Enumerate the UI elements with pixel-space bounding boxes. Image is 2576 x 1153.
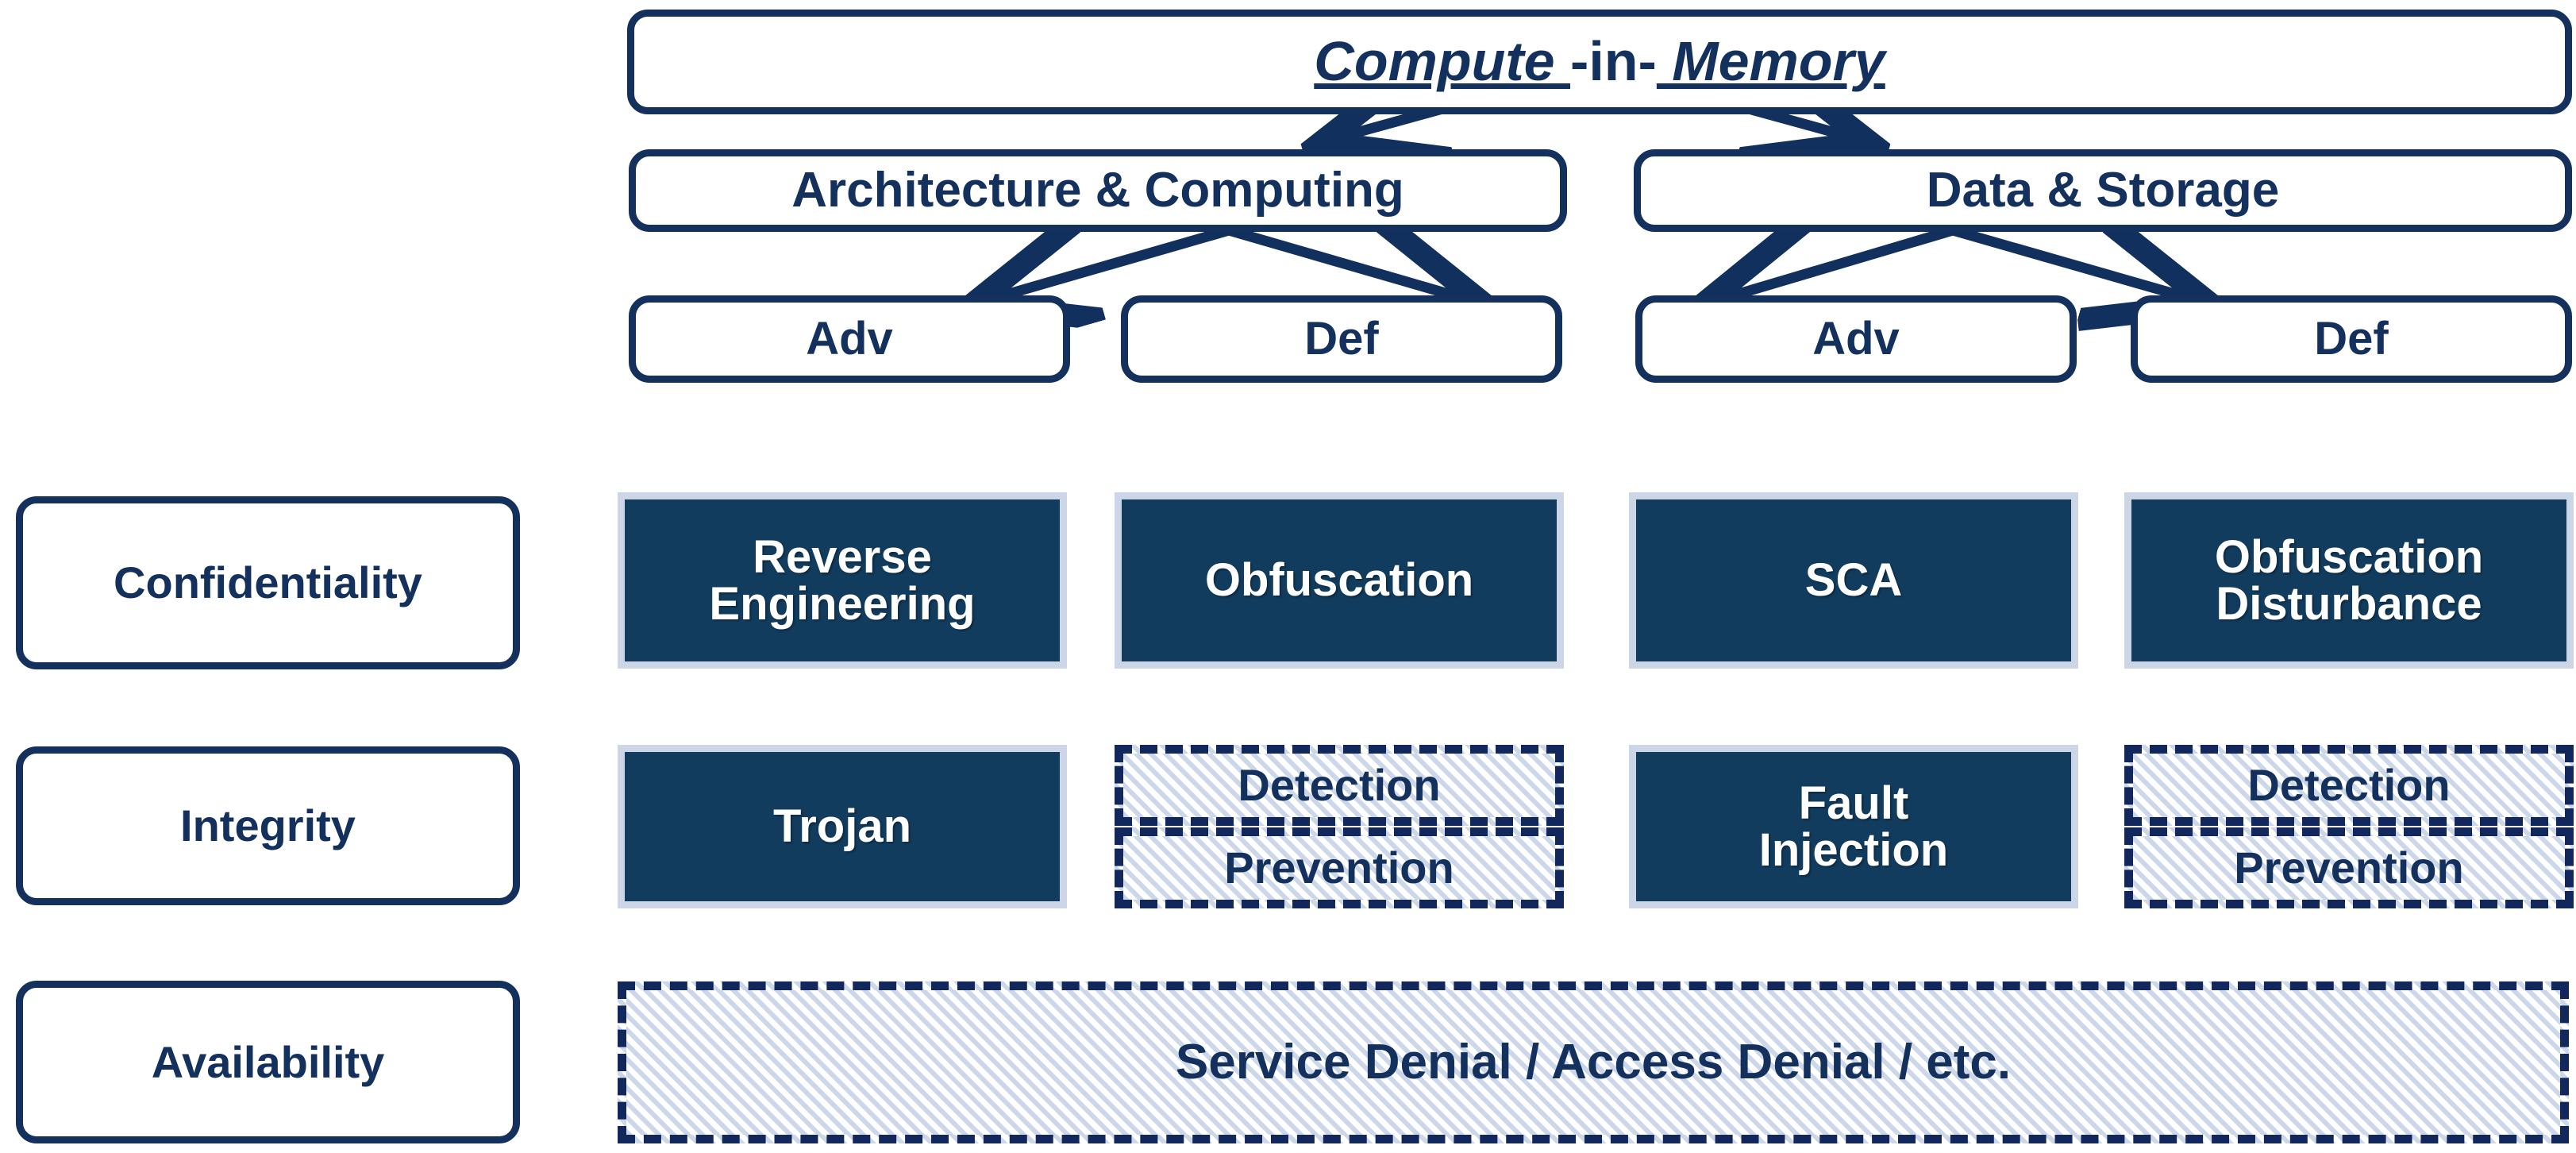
- cell-integrity-data-def-prevention[interactable]: Prevention: [2124, 827, 2574, 908]
- cell-line-1: Trojan: [772, 800, 912, 853]
- branch-label: Data & Storage: [1926, 163, 2280, 218]
- row-label-text: Availability: [151, 1036, 385, 1087]
- title-part-in: -in-: [1570, 30, 1657, 93]
- role-box-data-adv[interactable]: Adv: [1635, 295, 2077, 383]
- row-label-text: Confidentiality: [114, 557, 422, 608]
- cell-line-1: Detection: [2247, 760, 2451, 811]
- cell-integrity-arch-def-prevention[interactable]: Prevention: [1115, 827, 1564, 908]
- role-box-arch-adv[interactable]: Adv: [629, 295, 1070, 383]
- role-label: Def: [1304, 313, 1379, 365]
- branch-architecture-computing[interactable]: Architecture & Computing: [629, 149, 1567, 232]
- cell-confidentiality-arch-adv[interactable]: Reverse Engineering: [618, 492, 1067, 669]
- row-label-availability[interactable]: Availability: [16, 981, 520, 1143]
- cell-line-1: Detection: [1238, 760, 1441, 811]
- cell-line-1: Fault: [1798, 777, 1909, 829]
- branch-label: Architecture & Computing: [791, 163, 1404, 218]
- cell-line-2: Prevention: [1224, 843, 1454, 893]
- cell-confidentiality-data-def[interactable]: Obfuscation Disturbance: [2124, 492, 2574, 669]
- cell-line-1: Reverse: [753, 530, 932, 583]
- title-part-memory: Memory: [1656, 30, 1885, 93]
- role-label: Adv: [806, 313, 893, 365]
- cell-line-2: Disturbance: [2216, 578, 2482, 630]
- cell-line-1: Obfuscation: [2214, 530, 2484, 583]
- cell-availability-span[interactable]: Service Denial / Access Denial / etc.: [618, 981, 2569, 1143]
- cell-integrity-arch-def-detection[interactable]: Detection: [1115, 745, 1564, 826]
- branch-data-storage[interactable]: Data & Storage: [1634, 149, 2572, 232]
- title-part-compute: Compute: [1314, 30, 1571, 93]
- cell-integrity-data-adv[interactable]: Fault Injection: [1629, 745, 2078, 908]
- cell-confidentiality-arch-def[interactable]: Obfuscation: [1115, 492, 1564, 669]
- cell-confidentiality-data-adv[interactable]: SCA: [1629, 492, 2078, 669]
- role-label: Def: [2314, 313, 2389, 365]
- cell-line-1: Service Denial / Access Denial / etc.: [1175, 1035, 2012, 1090]
- cell-line-2: Injection: [1758, 824, 1949, 876]
- cell-line-2: Engineering: [709, 578, 976, 630]
- role-box-data-def[interactable]: Def: [2131, 295, 2572, 383]
- title-box: Compute -in- Memory: [627, 10, 2572, 114]
- cell-integrity-data-def-detection[interactable]: Detection: [2124, 745, 2574, 826]
- role-box-arch-def[interactable]: Def: [1121, 295, 1562, 383]
- row-label-text: Integrity: [180, 800, 356, 851]
- cell-line-1: Obfuscation: [1204, 554, 1474, 607]
- cell-line-1: SCA: [1804, 554, 1903, 607]
- role-label: Adv: [1812, 313, 1900, 365]
- row-label-integrity[interactable]: Integrity: [16, 746, 520, 905]
- row-label-confidentiality[interactable]: Confidentiality: [16, 496, 520, 669]
- cell-integrity-arch-adv[interactable]: Trojan: [618, 745, 1067, 908]
- cell-line-2: Prevention: [2234, 843, 2464, 893]
